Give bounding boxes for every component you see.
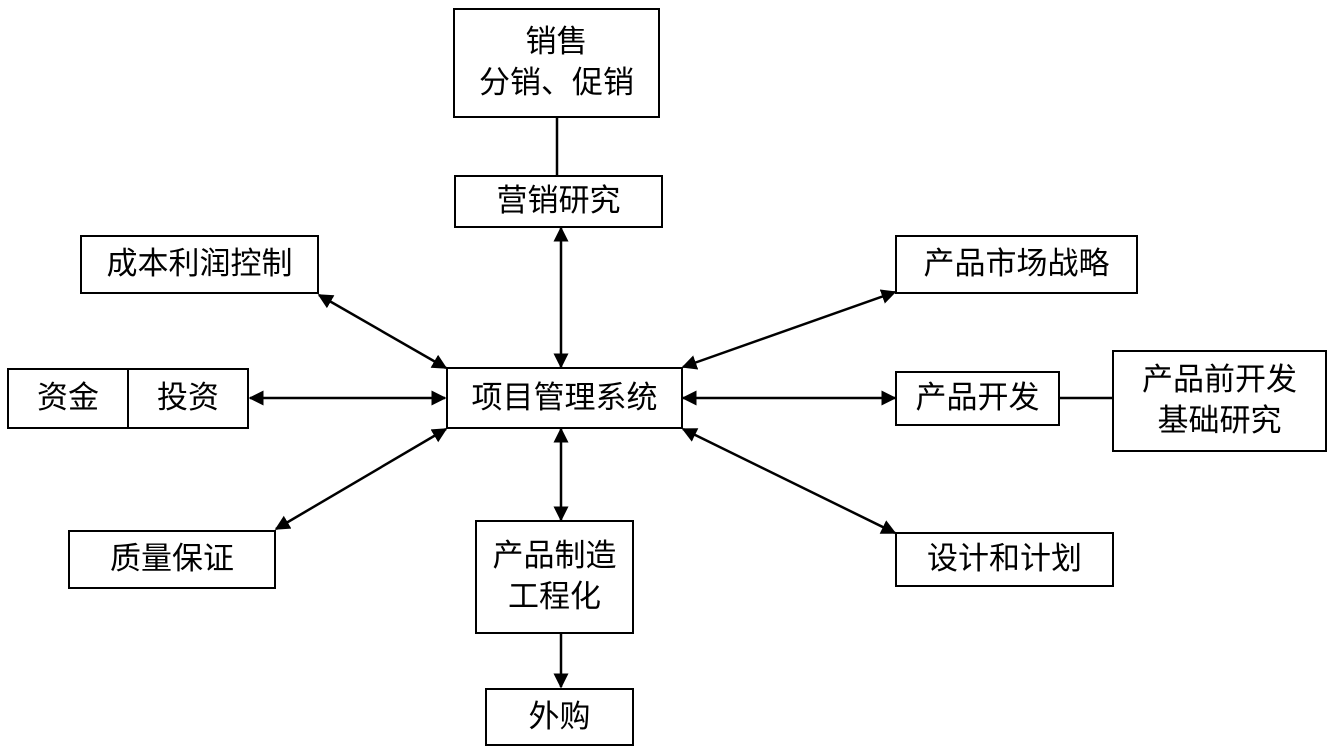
basic-research-line2: 基础研究 bbox=[1157, 403, 1282, 439]
marketing-research-node: 营销研究 bbox=[454, 175, 663, 228]
manufacturing-node: 产品制造 工程化 bbox=[475, 520, 634, 634]
design-center-arrow bbox=[681, 427, 897, 535]
manufacturing-line1: 产品制造 bbox=[492, 538, 617, 575]
basic-research-line1: 产品前开发 bbox=[1142, 362, 1297, 399]
manufacturing-line2: 工程化 bbox=[508, 579, 601, 615]
quality-center-arrow bbox=[274, 427, 448, 531]
funds-node: 资金 bbox=[7, 368, 129, 429]
strategy-center-arrow bbox=[681, 289, 897, 370]
sales-line2: 分销、促销 bbox=[479, 65, 634, 101]
center-label: 项目管理系统 bbox=[471, 379, 658, 416]
cost-profit-node: 成本利润控制 bbox=[80, 235, 319, 294]
center-node: 项目管理系统 bbox=[446, 367, 683, 429]
product-dev-node: 产品开发 bbox=[895, 371, 1060, 426]
cost-center-arrow bbox=[317, 293, 448, 370]
sales-line1: 销售 bbox=[525, 24, 588, 61]
quality-node: 质量保证 bbox=[68, 530, 276, 589]
product-dev-label: 产品开发 bbox=[915, 380, 1040, 417]
funds-label: 资金 bbox=[37, 380, 99, 417]
purchasing-label: 外购 bbox=[528, 698, 591, 735]
market-strategy-label: 产品市场战略 bbox=[923, 246, 1110, 283]
cost-profit-label: 成本利润控制 bbox=[106, 246, 293, 283]
design-plan-node: 设计和计划 bbox=[895, 532, 1114, 587]
purchasing-node: 外购 bbox=[485, 688, 634, 746]
investment-label: 投资 bbox=[157, 380, 219, 417]
market-strategy-node: 产品市场战略 bbox=[895, 235, 1138, 294]
basic-research-node: 产品前开发 基础研究 bbox=[1112, 350, 1327, 452]
investment-node: 投资 bbox=[127, 368, 249, 429]
quality-label: 质量保证 bbox=[110, 541, 234, 578]
sales-node: 销售 分销、促销 bbox=[453, 8, 660, 118]
marketing-research-label: 营销研究 bbox=[496, 183, 621, 220]
design-plan-label: 设计和计划 bbox=[927, 541, 1082, 578]
